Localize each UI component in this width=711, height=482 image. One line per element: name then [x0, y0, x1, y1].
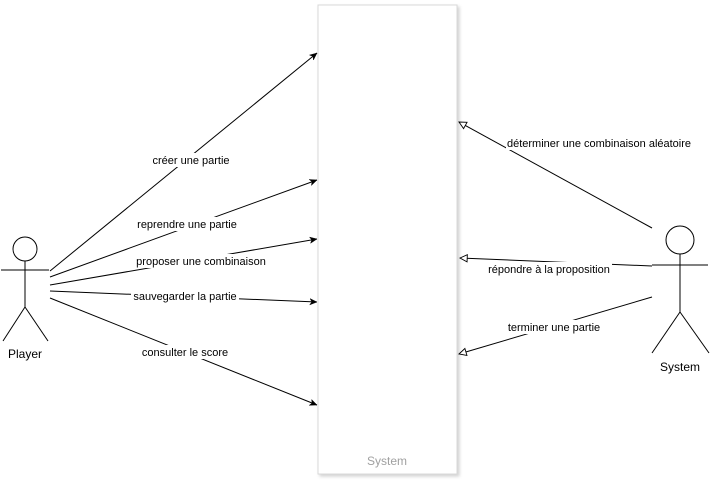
- actor-system[interactable]: System: [651, 225, 710, 374]
- association-creer-partie[interactable]: créer une partie: [49, 52, 317, 272]
- association-label: créer une partie: [152, 155, 229, 167]
- association-determiner-combinaison[interactable]: déterminer une combinaison aléatoire: [459, 122, 692, 229]
- association-label: consulter le score: [142, 347, 228, 359]
- actor-player-name: Player: [8, 347, 42, 361]
- actor-player[interactable]: Player: [1, 236, 49, 361]
- actor-system-name: System: [660, 360, 700, 374]
- system-boundary-box: [317, 4, 458, 475]
- association-label: reprendre une partie: [137, 219, 237, 231]
- association-label: sauvegarder la partie: [133, 291, 236, 303]
- association-line: [459, 122, 653, 229]
- association-label: proposer une combinaison: [136, 256, 266, 268]
- association-repondre-proposition[interactable]: répondre à la proposition: [460, 258, 653, 276]
- association-proposer-combinaison[interactable]: proposer une combinaison: [49, 239, 317, 286]
- association-consulter-score[interactable]: consulter le score: [49, 297, 317, 405]
- system-boundary[interactable]: System: [317, 4, 458, 475]
- association-terminer-partie[interactable]: terminer une partie: [459, 296, 653, 354]
- association-reprendre-partie[interactable]: reprendre une partie: [49, 180, 317, 278]
- association-label: terminer une partie: [508, 322, 600, 334]
- player-stick-figure-icon: [1, 236, 49, 342]
- system-stick-figure-icon: [651, 225, 710, 354]
- system-boundary-title: System: [367, 454, 407, 468]
- association-sauvegarder-partie[interactable]: sauvegarder la partie: [49, 289, 317, 303]
- association-label: déterminer une combinaison aléatoire: [507, 138, 691, 150]
- association-label: répondre à la proposition: [488, 264, 610, 276]
